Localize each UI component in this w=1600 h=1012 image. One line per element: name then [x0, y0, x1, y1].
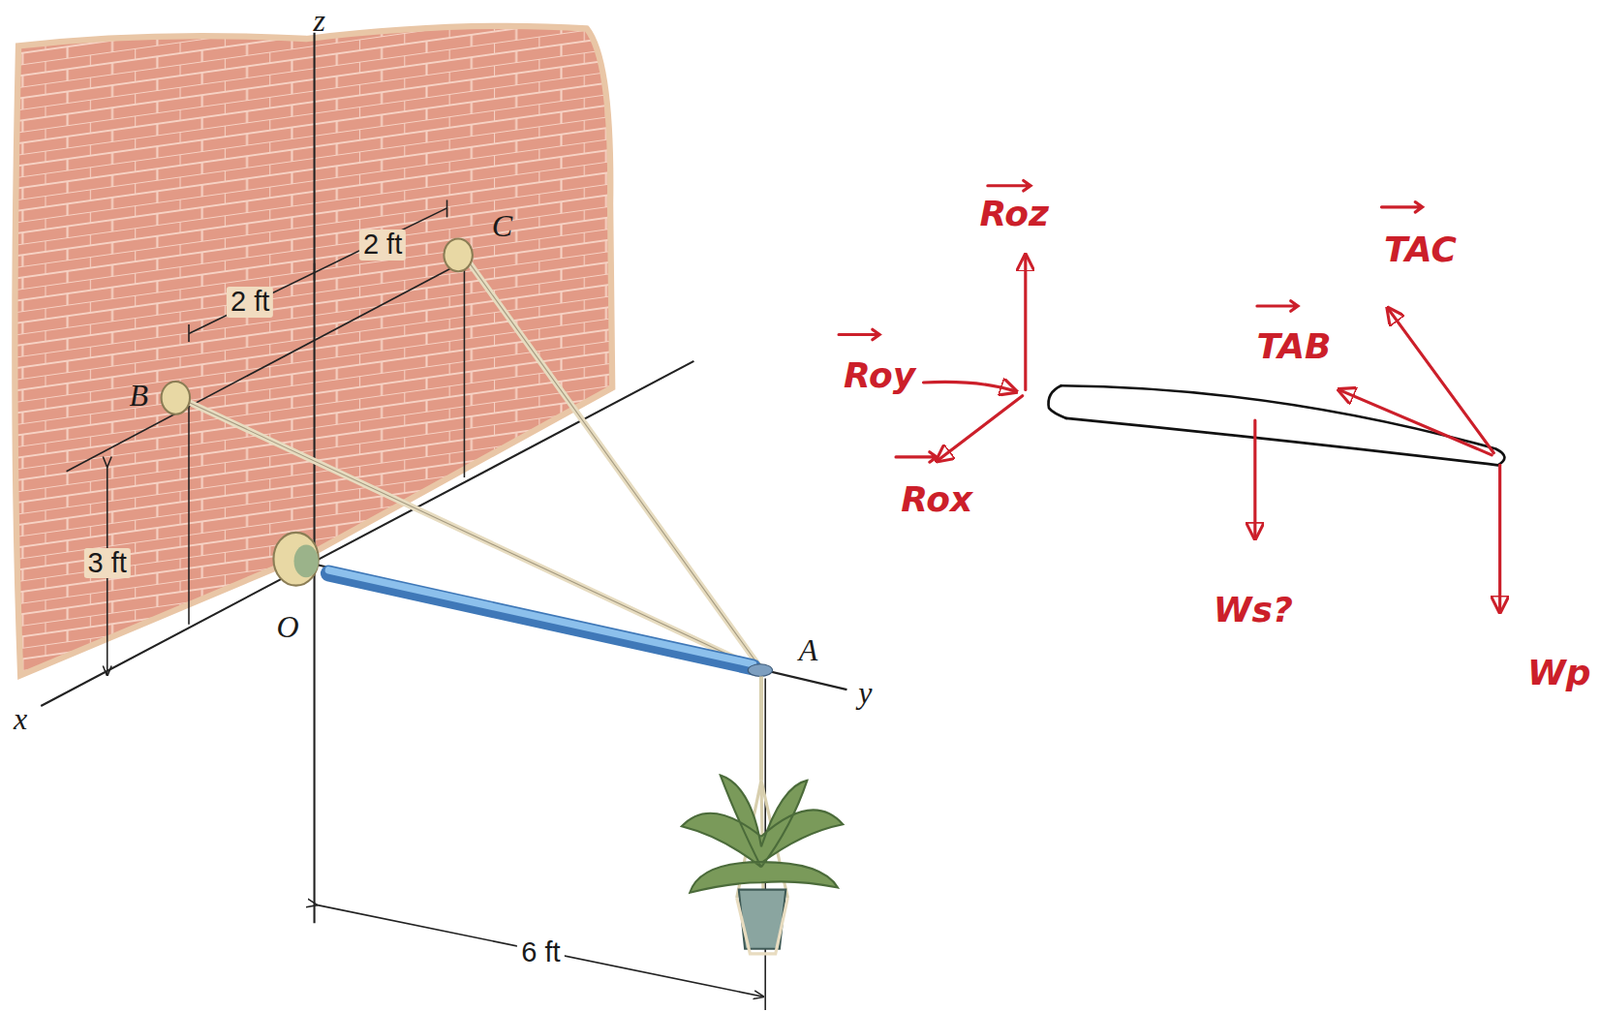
dimension-label: 2 ft [359, 229, 406, 261]
drawing-ellipse [747, 664, 772, 677]
drawing-path [1061, 385, 1506, 465]
axis-label: x [13, 702, 28, 737]
anchor-c [443, 239, 472, 273]
drawing-path [838, 329, 880, 340]
force-label: Roy [843, 356, 916, 396]
dimension-label: 6 ft [517, 937, 564, 969]
cable-ab [184, 400, 758, 669]
dimension-label: 2 ft [226, 286, 274, 318]
free-body-diagram [838, 180, 1505, 613]
dimension-label: 3 ft [83, 548, 130, 580]
drawing-ellipse [294, 545, 319, 579]
drawing-line [1253, 420, 1257, 539]
drawing-path [923, 381, 1016, 392]
axis-label: z [313, 3, 326, 38]
point-label: B [129, 378, 150, 413]
drawing-line [1498, 464, 1502, 613]
force-label: Wp [1527, 654, 1591, 694]
drawing-line [316, 904, 764, 997]
hanging-plant [681, 676, 843, 954]
axis-label: y [858, 676, 872, 711]
point-label: O [276, 610, 300, 645]
drawing-line [759, 676, 764, 780]
drawing-path [737, 897, 789, 954]
force-label: Rox [900, 480, 973, 520]
drawing-line [463, 260, 466, 478]
x-axis [40, 361, 694, 707]
force-label: TAC [1384, 230, 1457, 270]
drawing-line [936, 396, 1022, 462]
drawing-line [184, 400, 758, 669]
drawing-line [188, 208, 448, 335]
drawing-path [1257, 301, 1298, 312]
force-label: TAB [1256, 327, 1331, 367]
point-label: C [492, 209, 513, 244]
force-label: Ws? [1213, 590, 1293, 630]
drawing-path [1048, 385, 1067, 419]
force-label: Roz [979, 194, 1049, 234]
support-o [273, 532, 318, 586]
drawing-path [681, 775, 843, 893]
point-label: A [799, 634, 819, 669]
drawing-line [328, 570, 753, 665]
anchor-b [161, 381, 190, 415]
drawing-line [187, 402, 190, 625]
drawing-line [467, 260, 760, 667]
drawing-path [895, 452, 937, 463]
cable-ac [467, 260, 760, 667]
drawing-line [1338, 389, 1492, 455]
z-axis [313, 32, 316, 924]
drawing-line [1023, 254, 1027, 390]
drawing-line [1387, 307, 1495, 454]
drawing-path [1381, 202, 1422, 214]
drawing-path [987, 180, 1031, 191]
